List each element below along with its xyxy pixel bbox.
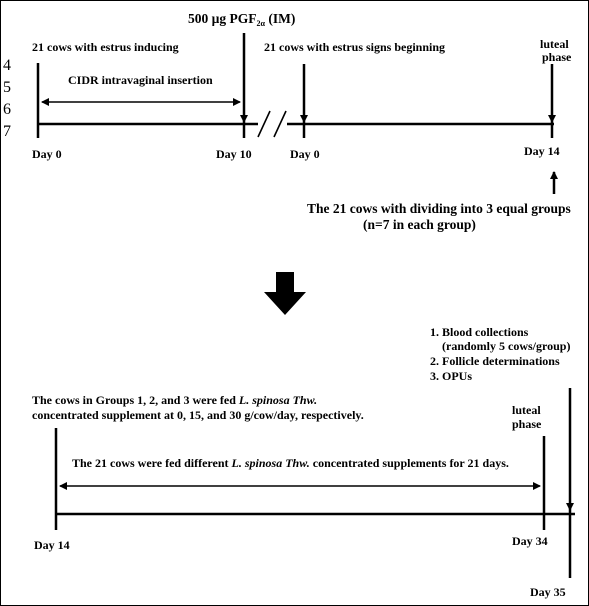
day0-label: Day 0 (32, 147, 62, 161)
feeding-span-label: The 21 cows were fed different L. spinos… (72, 456, 509, 470)
luteal-label-bottom-1: luteal (512, 403, 541, 417)
axis-break-mark-1 (257, 110, 271, 138)
day0b-label: Day 0 (290, 147, 320, 161)
axis-break-mark-2 (273, 110, 287, 138)
list-item-2: 2. Follicle determinations (430, 354, 560, 368)
groups-label-2: (n=7 in each group) (363, 217, 476, 232)
luteal-label-top-2: phase (542, 50, 572, 64)
day34-label: Day 34 (512, 534, 548, 548)
groups-label-1: The 21 cows with dividing into 3 equal g… (307, 201, 571, 216)
estrus-inducing-label: 21 cows with estrus inducing (32, 40, 179, 54)
day14-label-bottom: Day 14 (34, 538, 70, 552)
day35-label: Day 35 (530, 585, 566, 599)
day14-label-top: Day 14 (524, 144, 560, 158)
feeding-groups-line1: The cows in Groups 1, 2, and 3 were fed … (32, 393, 317, 407)
side-number-5: 5 (3, 79, 11, 96)
cidr-label: CIDR intravaginal insertion (68, 73, 213, 87)
list-item-1: 1. Blood collections (430, 325, 529, 339)
side-number-4: 4 (3, 57, 11, 74)
feeding-groups-line2: concentrated supplement at 0, 15, and 30… (32, 408, 364, 422)
pgf-header: 500 µg PGF2α (IM) (188, 11, 295, 28)
big-down-arrow (264, 272, 306, 315)
side-number-7: 7 (3, 123, 11, 140)
luteal-label-top-1: luteal (540, 37, 569, 51)
side-number-6: 6 (3, 101, 11, 118)
list-item-1-sub: (randomly 5 cows/group) (442, 339, 570, 353)
estrus-signs-label: 21 cows with estrus signs beginning (264, 40, 445, 54)
day10-label: Day 10 (216, 147, 252, 161)
luteal-label-bottom-2: phase (512, 417, 542, 431)
list-item-3: 3. OPUs (430, 369, 472, 383)
